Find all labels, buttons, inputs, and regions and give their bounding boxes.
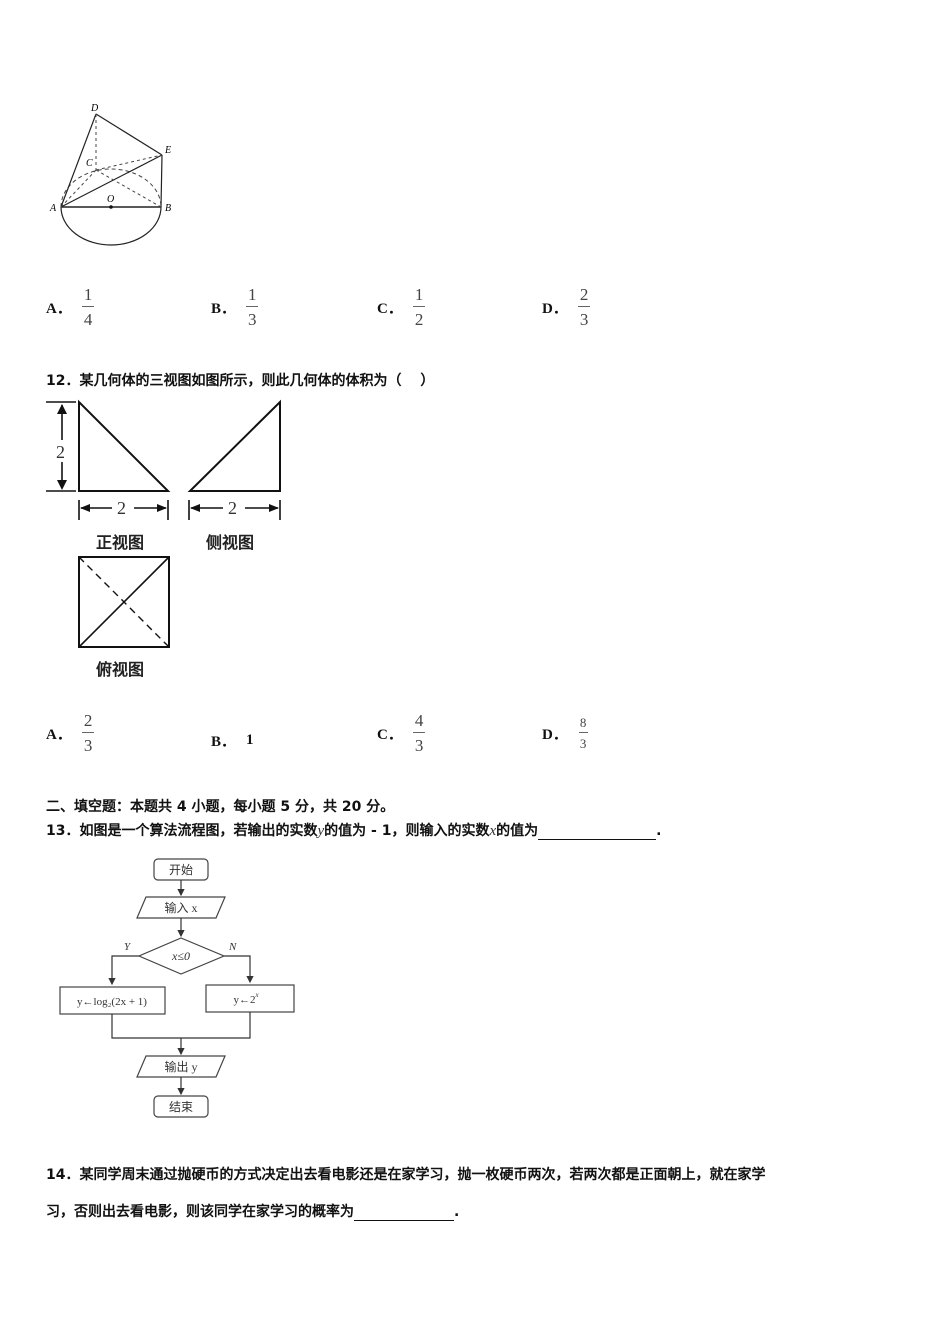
svg-text:2: 2 xyxy=(56,442,65,462)
option-label: A． xyxy=(46,726,72,743)
q13-question-text: 13．如图是一个算法流程图，若输出的实数y的值为 - 1，则输入的实数x的值为. xyxy=(46,823,662,840)
q14-question-line1: 14．某同学周末通过抛硬币的方式决定出去看电影还是在家学习，抛一枚硬币两次，若两… xyxy=(46,1167,766,1183)
svg-text:输出 y: 输出 y xyxy=(164,1059,197,1074)
svg-text:A: A xyxy=(49,203,57,214)
svg-text:N: N xyxy=(228,941,237,953)
side-view-caption: 侧视图 xyxy=(206,533,255,552)
svg-text:2: 2 xyxy=(117,498,126,518)
top-view-caption: 俯视图 xyxy=(96,660,145,679)
option-label: C． xyxy=(377,300,403,317)
svg-text:D: D xyxy=(90,103,99,114)
q13-flowchart: 开始 输入 x x≤0 Y N y←log₂(2x + 1) y←2x 输出 y… xyxy=(59,858,295,1118)
svg-text:C: C xyxy=(86,158,93,169)
svg-text:B: B xyxy=(165,203,171,214)
front-view-caption: 正视图 xyxy=(96,533,145,552)
option-label: B． xyxy=(211,734,237,750)
section-2-heading: 二、填空题：本题共 4 小题，每小题 5 分，共 20 分。 xyxy=(46,799,395,815)
var-x: x xyxy=(489,823,497,839)
svg-text:2: 2 xyxy=(228,498,237,518)
q14-question-line2: 习，否则出去看电影，则该同学在家学习的概率为. xyxy=(46,1204,460,1221)
option-label: D． xyxy=(542,300,568,317)
svg-text:输入 x: 输入 x xyxy=(164,900,197,915)
svg-text:Y: Y xyxy=(124,941,132,953)
option-label: B． xyxy=(211,300,237,317)
option-value: 1 xyxy=(246,732,254,748)
svg-text:x≤0: x≤0 xyxy=(171,949,190,963)
svg-text:O: O xyxy=(107,194,114,205)
option-label: C． xyxy=(377,726,403,743)
svg-text:E: E xyxy=(164,145,171,156)
svg-text:y←log₂(2x + 1): y←log₂(2x + 1) xyxy=(77,996,147,1008)
q11-geometry-figure: D E C A O B xyxy=(49,103,171,246)
option-label: A． xyxy=(46,300,72,317)
q12-three-view-figure: 2 2 2 xyxy=(46,399,281,648)
q12-option-b[interactable]: B． 1 xyxy=(211,730,254,751)
option-label: D． xyxy=(542,726,568,743)
answer-blank[interactable] xyxy=(538,825,657,840)
svg-text:开始: 开始 xyxy=(169,863,193,877)
var-y: y xyxy=(317,823,325,839)
answer-blank[interactable] xyxy=(354,1206,454,1221)
svg-text:结束: 结束 xyxy=(169,1100,193,1114)
q12-question-text: 12．某几何体的三视图如图所示，则此几何体的体积为（ ） xyxy=(46,373,435,389)
svg-text:y←2x: y←2x xyxy=(233,991,259,1006)
